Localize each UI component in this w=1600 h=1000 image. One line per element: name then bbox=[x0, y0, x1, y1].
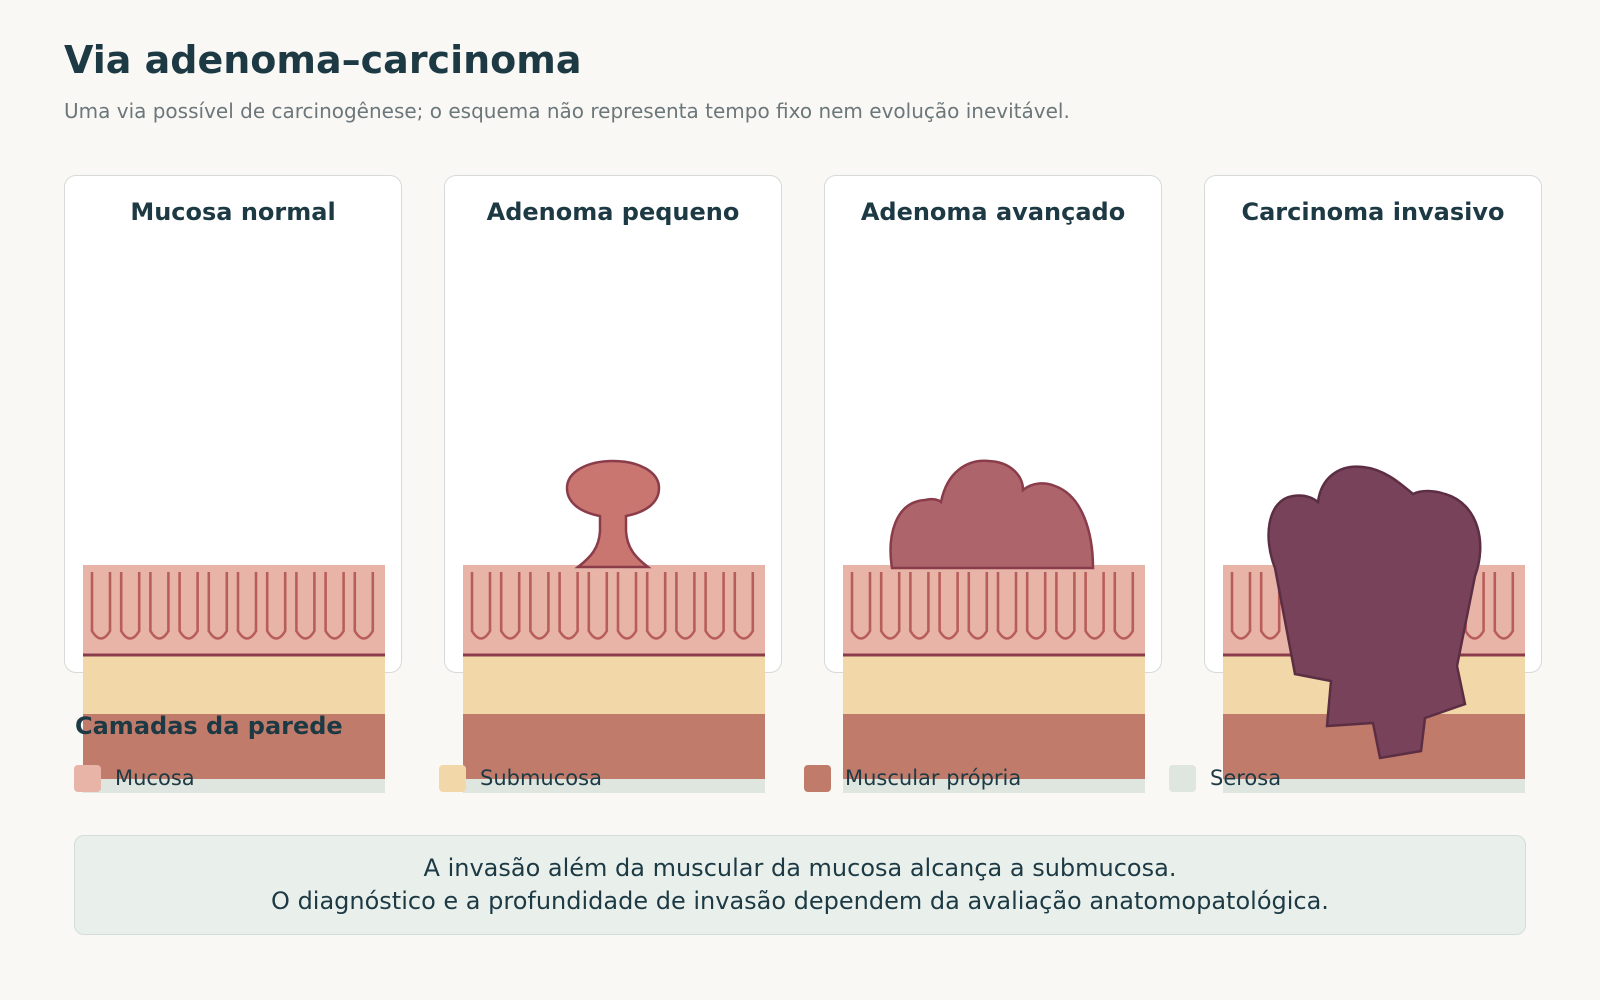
stage-title: Adenoma avançado bbox=[860, 198, 1126, 226]
page-title: Via adenoma–carcinoma bbox=[64, 38, 582, 82]
serosa-layer bbox=[1223, 779, 1525, 793]
note-box: A invasão além da muscular da mucosa alc… bbox=[74, 835, 1526, 935]
crypt bbox=[616, 572, 638, 640]
crypt bbox=[499, 572, 521, 640]
stage-panel-small-adenoma: Adenoma pequeno bbox=[444, 175, 782, 793]
mucosa-layer bbox=[83, 565, 385, 655]
stage-title: Adenoma pequeno bbox=[486, 198, 740, 226]
wall-diagram-invasive-carcinoma bbox=[1223, 465, 1525, 793]
legend-label: Mucosa bbox=[115, 766, 195, 790]
legend-item-submucosa: Submucosa bbox=[439, 764, 602, 792]
crypt bbox=[645, 572, 667, 640]
crypt bbox=[938, 572, 959, 640]
wall-diagram-small-adenoma bbox=[463, 459, 765, 793]
crypt bbox=[1084, 572, 1105, 640]
crypt bbox=[1259, 572, 1281, 640]
legend-item-serosa: Serosa bbox=[1169, 764, 1281, 792]
wall-diagram-advanced-adenoma bbox=[843, 459, 1145, 793]
serosa-layer bbox=[463, 779, 765, 793]
legend-label: Muscular própria bbox=[845, 766, 1022, 790]
legend-label: Submucosa bbox=[480, 766, 602, 790]
crypt bbox=[295, 572, 316, 640]
stage-title: Mucosa normal bbox=[130, 198, 336, 226]
crypt bbox=[558, 572, 579, 640]
crypt bbox=[704, 572, 725, 640]
crypt bbox=[1055, 572, 1076, 640]
crypt bbox=[967, 572, 989, 640]
serosa-layer bbox=[83, 779, 385, 793]
legend-swatch bbox=[1169, 764, 1196, 792]
crypt bbox=[1464, 572, 1485, 640]
sessile-adenoma bbox=[889, 459, 1095, 570]
crypt bbox=[675, 572, 696, 640]
crypt bbox=[353, 572, 375, 640]
page-subtitle: Uma via possível de carcinogênese; o esq… bbox=[64, 99, 1070, 123]
crypt bbox=[1113, 572, 1135, 640]
crypt bbox=[879, 572, 901, 640]
crypt bbox=[587, 572, 609, 640]
stage-panel-invasive-carcinoma: Carcinoma invasivo bbox=[1204, 175, 1542, 793]
crypt bbox=[529, 572, 550, 640]
legend-item-mucosa: Mucosa bbox=[74, 764, 195, 792]
legend-item-muscular-propria: Muscular própria bbox=[804, 764, 1021, 792]
crypt bbox=[850, 572, 872, 640]
crypt bbox=[470, 572, 492, 640]
legend-title: Camadas da parede bbox=[75, 712, 343, 740]
crypt bbox=[1025, 572, 1047, 640]
stage-panel-normal-mucosa: Mucosa normal bbox=[64, 175, 402, 793]
stage-panel-advanced-adenoma: Adenoma avançado bbox=[824, 175, 1162, 793]
crypt bbox=[207, 572, 229, 640]
muscularis-propria-layer bbox=[463, 714, 765, 779]
crypt bbox=[90, 572, 112, 640]
submucosa-layer bbox=[843, 655, 1145, 714]
crypt bbox=[149, 572, 170, 640]
crypt bbox=[119, 572, 141, 640]
crypt bbox=[265, 572, 287, 640]
crypts bbox=[90, 572, 375, 640]
mucosa-layer bbox=[463, 565, 765, 655]
crypt bbox=[178, 572, 199, 640]
crypt bbox=[996, 572, 1018, 640]
note-line-1: A invasão além da muscular da mucosa alc… bbox=[423, 854, 1177, 882]
serosa-layer bbox=[843, 779, 1145, 793]
note-line-2: O diagnóstico e a profundidade de invasã… bbox=[271, 887, 1329, 915]
stage-title: Carcinoma invasivo bbox=[1241, 198, 1505, 226]
pedunculated-polyp bbox=[565, 459, 661, 569]
legend-swatch bbox=[74, 764, 101, 792]
crypt bbox=[1493, 572, 1515, 640]
wall-diagram-normal bbox=[83, 565, 385, 793]
invasive-tumor bbox=[1267, 465, 1482, 760]
submucosa-layer bbox=[463, 655, 765, 714]
crypt bbox=[909, 572, 930, 640]
submucosa-layer bbox=[83, 655, 385, 714]
muscularis-propria-layer bbox=[843, 714, 1145, 779]
crypt bbox=[324, 572, 345, 640]
muscularis-propria-layer bbox=[83, 714, 385, 779]
crypt bbox=[733, 572, 755, 640]
crypts bbox=[850, 572, 1135, 640]
legend-label: Serosa bbox=[1210, 766, 1282, 790]
crypt bbox=[236, 572, 258, 640]
crypts bbox=[470, 572, 755, 640]
mucosa-layer bbox=[843, 565, 1145, 655]
crypt bbox=[1230, 572, 1252, 640]
legend-swatch bbox=[804, 764, 831, 792]
legend-swatch bbox=[439, 764, 466, 792]
